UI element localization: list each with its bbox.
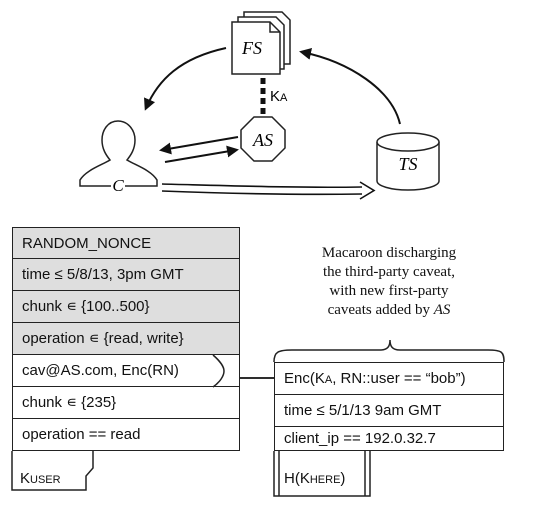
ts-database-icon	[376, 132, 440, 191]
arrow-ts-to-fs	[299, 47, 401, 125]
ts-label: TS	[398, 154, 417, 174]
discharge-ip-caveat: client_ip == 192.0.32.7	[274, 427, 504, 451]
caveat-time: time ≤ 5/8/13, 3pm GMT	[12, 259, 240, 291]
discharge-time-caveat: time ≤ 5/1/13 9am GMT	[274, 395, 504, 427]
fs-document-stack-icon	[231, 11, 291, 75]
caveat-chunk: chunk ∊ {235}	[12, 387, 240, 419]
arrow-client-to-ts	[161, 181, 376, 200]
discharge-enc-caveat: Enc(KA, RN::user == “bob”)	[274, 362, 504, 395]
discharge-bracket	[273, 339, 505, 363]
caveat-operation-set: operation ∊ {read, write}	[12, 323, 240, 355]
as-octagon-icon	[240, 116, 286, 162]
client-label: C	[112, 176, 124, 195]
caveat-operation: operation == read	[12, 419, 240, 451]
arrow-client-to-as	[164, 145, 239, 163]
caveat-nonce: RANDOM_NONCE	[12, 227, 240, 259]
discharge-caption: Macaroon discharging the third-party cav…	[321, 245, 457, 318]
caveat-third-party: cav@AS.com, Enc(RN)	[12, 355, 240, 387]
user-signature-label: KUSER	[20, 470, 61, 487]
caveat-chunk-range: chunk ∊ {100..500}	[12, 291, 240, 323]
key-label: KA	[270, 88, 288, 105]
arrow-fs-to-client	[144, 47, 227, 111]
as-label: AS	[252, 130, 273, 150]
here-signature-label: H(KHERE)	[284, 470, 346, 487]
fs-label: FS	[241, 38, 262, 58]
arrow-as-to-client	[159, 136, 239, 155]
